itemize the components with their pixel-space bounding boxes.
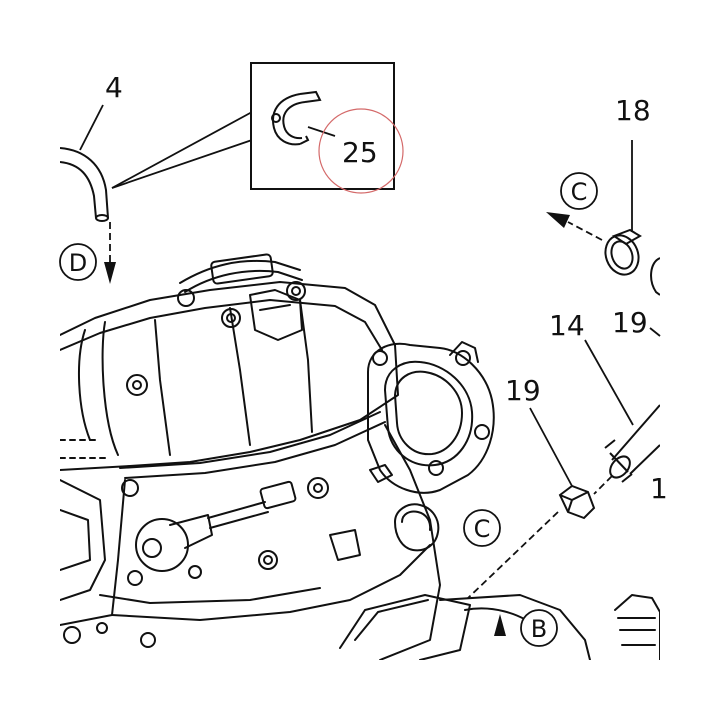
flow-arrow-c-top [546, 212, 603, 241]
callout-19-mid-leader [529, 407, 573, 487]
hose-clamp-part [604, 228, 660, 296]
callout-1-edge: 1 [650, 472, 668, 505]
callout-25: 25 [342, 136, 378, 169]
detail-inset-box [250, 62, 404, 194]
pipe-part [604, 404, 660, 483]
reference-c-top-letter: C [571, 178, 588, 206]
nut-part [558, 484, 596, 520]
callout-4: 4 [105, 71, 123, 104]
reference-d: D [59, 243, 97, 281]
callout-4-leader [79, 104, 104, 151]
assembly-dash-line [593, 475, 613, 495]
reference-c-mid-letter: C [474, 515, 491, 543]
reference-c-mid: C [463, 509, 501, 547]
highlight-circle [318, 108, 404, 194]
reference-d-letter: D [69, 249, 87, 277]
assembly-dash-line-lower [467, 511, 559, 599]
engine-assembly [60, 253, 660, 660]
callout-25-leader [307, 126, 336, 137]
flow-arrow-b [494, 614, 506, 636]
callout-14: 14 [549, 309, 585, 342]
flow-arrow-d [104, 222, 116, 284]
reference-b: B [520, 609, 558, 647]
hose-clip-part [271, 90, 322, 146]
reference-b-letter: B [531, 615, 547, 643]
callout-18: 18 [615, 94, 651, 127]
callout-19-top: 19 [612, 306, 648, 339]
callout-14-leader [584, 339, 634, 426]
hose-part [60, 147, 109, 222]
inset-leader-lines [111, 111, 253, 189]
callout-19-mid: 19 [505, 374, 541, 407]
reference-c-top: C [560, 172, 598, 210]
callout-19-top-leader [649, 327, 661, 337]
